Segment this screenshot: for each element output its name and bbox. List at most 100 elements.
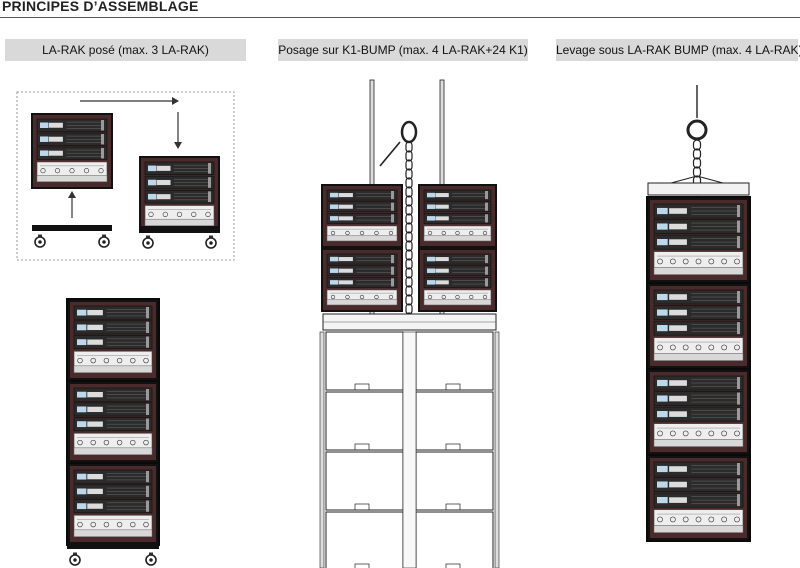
connector-icon (482, 294, 488, 300)
display-icon (40, 150, 49, 156)
amplifier-unit (326, 201, 398, 213)
connector-icon (695, 430, 702, 437)
connector-icon (90, 521, 96, 528)
display-icon (427, 268, 436, 273)
connector-icon (657, 516, 663, 523)
display-icon (77, 406, 87, 413)
display-icon (657, 325, 668, 332)
amplifier-unit (326, 265, 398, 277)
connector-icon (455, 230, 460, 236)
connector-icon (469, 294, 474, 300)
chain-link-icon (405, 186, 413, 198)
display-icon (77, 309, 87, 316)
connector-icon (77, 521, 83, 528)
connector-icon (682, 344, 689, 351)
connector-icon (721, 430, 728, 437)
connector-icon (469, 230, 474, 236)
flying-stack-group (646, 85, 751, 542)
k1-enclosure (325, 331, 404, 391)
k1-enclosure (415, 451, 494, 511)
connector-icon (734, 430, 740, 437)
display-icon (77, 488, 87, 495)
connector-panel (73, 514, 153, 531)
chain-link-icon (405, 222, 413, 234)
display-icon (657, 379, 668, 387)
chain-link-icon (405, 294, 413, 306)
connector-icon (721, 516, 728, 523)
la-rak-bump-frame (647, 182, 750, 196)
connector-icon (695, 344, 702, 351)
k1-enclosure (415, 511, 494, 568)
display-icon (40, 136, 49, 142)
display-icon (77, 473, 87, 480)
connector-icon (130, 439, 136, 446)
handle-icon (445, 563, 461, 568)
connector-icon (69, 168, 75, 174)
connector-icon (708, 258, 715, 265)
chain-link-icon (405, 258, 413, 270)
connector-panel (653, 251, 744, 268)
display-icon (657, 395, 668, 402)
connector-panel (36, 161, 108, 177)
handle-icon (445, 503, 461, 511)
connector-panel (73, 432, 153, 449)
display-icon (330, 216, 339, 221)
display-icon (77, 324, 87, 331)
connector-icon (130, 357, 136, 364)
dolly-board (67, 543, 159, 549)
connector-icon (669, 516, 676, 523)
shackle-icon (400, 120, 418, 144)
amplifier-unit (423, 201, 492, 213)
connector-icon (345, 230, 350, 236)
connector-icon (116, 521, 123, 528)
dolly-board (32, 225, 112, 231)
connector-icon (682, 516, 689, 523)
connector-icon (162, 211, 168, 217)
connector-icon (708, 430, 715, 437)
display-icon (148, 179, 157, 186)
dolly-board (140, 226, 219, 232)
display-icon (427, 216, 436, 221)
display-icon (657, 239, 668, 246)
display-icon (77, 503, 87, 510)
connector-icon (143, 439, 149, 446)
assembly-step-frame (16, 91, 235, 261)
connector-icon (130, 521, 136, 528)
display-icon (77, 339, 87, 346)
chain-link-icon (405, 276, 413, 288)
display-icon (657, 465, 668, 473)
handle-icon (445, 383, 461, 391)
chain-link-icon (405, 231, 413, 243)
connector-icon (90, 357, 96, 364)
display-icon (330, 192, 339, 198)
k1-enclosure (415, 331, 494, 391)
chain-link-icon (405, 159, 413, 171)
display-icon (77, 391, 87, 398)
k1-enclosure (325, 511, 404, 568)
display-icon (330, 280, 339, 285)
connector-icon (721, 344, 728, 351)
handle-icon (445, 443, 461, 451)
connector-icon (721, 258, 728, 265)
connector-icon (374, 230, 379, 236)
display-icon (657, 207, 668, 215)
amplifier-unit (423, 253, 492, 265)
display-icon (657, 223, 668, 230)
connector-icon (330, 230, 336, 236)
connector-icon (77, 357, 83, 364)
connector-icon (427, 294, 433, 300)
k1-enclosure (415, 391, 494, 451)
chain-link-icon (405, 141, 413, 153)
k1-bump-group (319, 79, 500, 568)
connector-icon (143, 521, 149, 528)
connector-icon (359, 230, 365, 236)
connector-panel (144, 205, 215, 221)
chain-link-icon (692, 148, 702, 160)
connector-icon (77, 439, 83, 446)
caption-k1-bump: Posage sur K1-BUMP (max. 4 LA-RAK+24 K1) (278, 39, 528, 61)
display-icon (657, 497, 668, 504)
k1-enclosure (325, 391, 404, 451)
display-icon (657, 411, 668, 418)
amplifier-unit (423, 265, 492, 277)
